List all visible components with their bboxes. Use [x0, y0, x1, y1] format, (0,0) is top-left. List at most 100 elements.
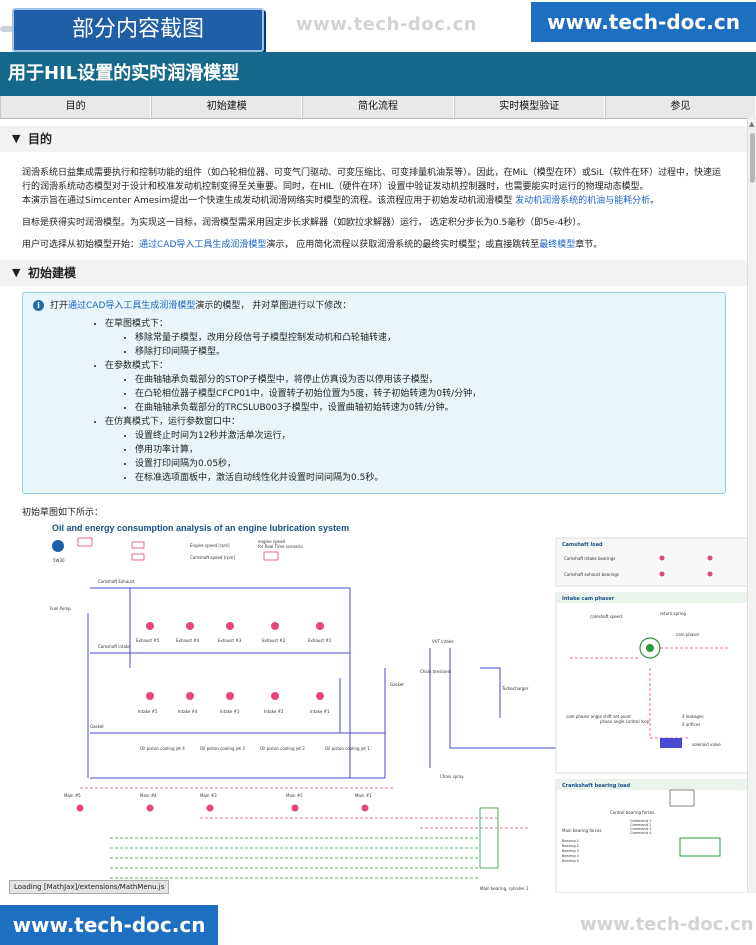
list-item: 在仿真模式下，运行参数窗口中： 设置终止时间为12秒并激活单次运行， 停用功率计…	[105, 415, 715, 485]
svg-text:Exhaust #2: Exhaust #2	[262, 638, 286, 643]
svg-text:for Real Time scenario: for Real Time scenario	[258, 544, 303, 549]
intake-row: Intake #5 Intake #4 Intake #3 Intake #2 …	[138, 692, 330, 714]
svg-text:4 orifices: 4 orifices	[682, 722, 700, 727]
purpose-paragraph-4: 用户可选择从初始模型开始：通过CAD导入工具生成润滑模型演示， 应用简化流程以获…	[22, 240, 603, 250]
site-badge-top[interactable]: www.tech-doc.cn	[531, 2, 756, 42]
svg-text:Turbocharger: Turbocharger	[501, 686, 529, 691]
svg-text:Bearing 1: Bearing 1	[562, 839, 579, 843]
list-item: 在标准选项面板中，激活自动线性化并设置时间间隔为0.5秒。	[135, 471, 715, 485]
svg-text:Main bearing, cylinder 1: Main bearing, cylinder 1	[480, 886, 529, 891]
camshaft-load-panel: Camshaft load Camshaft intake bearings C…	[555, 537, 748, 587]
svg-text:Camshaft speed [rpm]: Camshaft speed [rpm]	[190, 555, 235, 560]
svg-text:Gasket: Gasket	[90, 724, 104, 729]
svg-text:Chain tensioner: Chain tensioner	[420, 669, 452, 674]
svg-text:Command 2: Command 2	[630, 823, 651, 827]
svg-text:Bearing 4: Bearing 4	[562, 854, 580, 858]
sketch-caption: 初始草图如下所示：	[22, 508, 104, 518]
svg-text:Exhaust #5: Exhaust #5	[136, 638, 160, 643]
svg-text:Camshaft intake bearings: Camshaft intake bearings	[564, 556, 615, 561]
svg-text:Intake #4: Intake #4	[178, 709, 198, 714]
svg-text:Chain spray: Chain spray	[440, 774, 464, 779]
tab-simplification[interactable]: 简化流程	[302, 96, 454, 118]
svg-text:solenoid valve: solenoid valve	[692, 742, 721, 747]
diagram-title: Oil and energy consumption analysis of a…	[52, 523, 349, 533]
main-content: ▼ 目的 润滑系统日益集成需要执行和控制功能的组件（如凸轮相位器、可变气门驱动、…	[0, 118, 748, 893]
tab-rt-validation[interactable]: 实时模型验证	[453, 96, 605, 118]
svg-text:Intake #3: Intake #3	[220, 709, 240, 714]
modification-list: 在草图模式下： 移除常量子模型，改用分段信号子模型控制发动机和凸轮轴转速， 移除…	[33, 317, 715, 485]
svg-text:Main #2: Main #2	[286, 793, 303, 798]
svg-text:Main #3: Main #3	[200, 793, 217, 798]
list-item: 移除常量子模型，改用分段信号子模型控制发动机和凸轮轴转速，	[135, 331, 715, 345]
link-lubrication-analysis[interactable]: 发动机润滑系统的机油与能耗分析	[515, 196, 651, 206]
intake-cam-phaser-panel: Intake cam phaser camshaft speed return …	[555, 592, 748, 774]
list-item: 移除打印间隔子模型。	[135, 345, 715, 359]
svg-text:Command 4: Command 4	[630, 831, 652, 835]
svg-text:Main #4: Main #4	[140, 793, 157, 798]
svg-text:Intake #2: Intake #2	[264, 709, 284, 714]
collapse-triangle-icon[interactable]: ▼	[12, 266, 21, 279]
link-cad-import-demo-2[interactable]: 通过CAD导入工具生成润滑模型	[68, 301, 196, 311]
section-heading-purpose[interactable]: ▼ 目的	[0, 126, 748, 152]
link-final-model[interactable]: 最终模型	[539, 240, 576, 250]
tab-initial-modeling[interactable]: 初始建模	[151, 96, 303, 118]
svg-text:Intake #5: Intake #5	[138, 709, 158, 714]
svg-text:Command 3: Command 3	[630, 827, 651, 831]
svg-text:4 leakages: 4 leakages	[682, 714, 704, 719]
list-item: 设置终止时间为12秒并激活单次运行，	[135, 429, 715, 443]
tab-purpose[interactable]: 目的	[0, 96, 152, 118]
scroll-up-icon[interactable]: ▲	[749, 120, 755, 128]
piston-jets: Oil piston cooling jet 4 Oil piston cool…	[140, 746, 370, 751]
svg-text:cam phaser: cam phaser	[676, 632, 700, 637]
top-banner: 部分内容截图 www.tech-doc.cn www.tech-doc.cn	[0, 0, 756, 52]
section-heading-initial[interactable]: ▼ 初始建模	[0, 260, 748, 286]
svg-text:return spring: return spring	[660, 611, 686, 616]
svg-text:Bearing 2: Bearing 2	[562, 844, 579, 848]
svg-text:Oil piston cooling jet 1: Oil piston cooling jet 1	[325, 746, 370, 751]
site-badge-bottom[interactable]: www.tech-doc.cn	[0, 905, 218, 945]
link-cad-import-demo[interactable]: 通过CAD导入工具生成润滑模型	[139, 240, 267, 250]
main-bearings: Main #5 Main #4 Main #3 Main #2 Main #1	[64, 793, 499, 869]
svg-text:Command 1: Command 1	[630, 819, 651, 823]
svg-text:camshaft speed: camshaft speed	[590, 614, 622, 619]
svg-text:Camshaft load: Camshaft load	[562, 542, 603, 548]
list-item: 在曲轴轴承负载部分的TRCSLUB003子模型中，设置曲轴初始转速为0转/分钟。	[135, 401, 715, 415]
scrollbar-thumb[interactable]	[750, 133, 755, 183]
svg-text:cam phaser angle shift set poi: cam phaser angle shift set point	[566, 714, 631, 719]
lubrication-sketch-diagram[interactable]: Oil and energy consumption analysis of a…	[50, 518, 748, 893]
svg-text:Camshaft exhaust bearings: Camshaft exhaust bearings	[564, 572, 619, 577]
svg-text:engine speed: engine speed	[258, 539, 285, 544]
speed-signals: Engine speed [rpm] Camshaft speed [rpm] …	[131, 539, 303, 561]
purpose-paragraph-2: 本演示旨在通过Simcenter Amesim提出一个快速生成发动机润滑网络实时…	[22, 196, 660, 206]
mathjax-status: Loading [MathJax]/extensions/MathMenu.js	[9, 880, 170, 894]
list-item: 设置打印间隔为0.05秒，	[135, 457, 715, 471]
svg-text:Camshaft intake: Camshaft intake	[98, 644, 131, 649]
watermark-top: www.tech-doc.cn	[296, 14, 478, 35]
list-item: 在曲轴轴承负载部分的STOP子模型中，将停止仿真设为否以停用该子模型，	[135, 373, 715, 387]
purpose-paragraph-3: 目标是获得实时润滑模型。为实现这一目标，润滑模型需采用固定步长求解器（如欧拉求解…	[22, 218, 586, 228]
svg-text:Engine speed [rpm]: Engine speed [rpm]	[190, 543, 230, 548]
svg-text:Bearing 5: Bearing 5	[562, 859, 579, 863]
svg-text:Gasket: Gasket	[390, 682, 404, 687]
list-item: 在参数模式下： 在曲轴轴承负载部分的STOP子模型中，将停止仿真设为否以停用该子…	[105, 359, 715, 415]
nav-tabs: 目的 初始建模 简化流程 实时模型验证 参见	[0, 96, 756, 119]
svg-text:Exhaust #1: Exhaust #1	[308, 638, 332, 643]
excerpt-badge: 部分内容截图	[12, 8, 264, 52]
svg-text:VVT intake: VVT intake	[432, 639, 454, 644]
tab-see-also[interactable]: 参见	[604, 96, 756, 118]
svg-text:Oil piston cooling jet 4: Oil piston cooling jet 4	[140, 746, 185, 751]
watermark-bottom: www.tech-doc.cn	[580, 914, 754, 935]
collapse-triangle-icon[interactable]: ▼	[12, 132, 21, 145]
svg-text:Intake #1: Intake #1	[310, 709, 330, 714]
page-title: 用于HIL设置的实时润滑模型	[8, 63, 240, 84]
svg-text:Crankshaft bearing load: Crankshaft bearing load	[562, 783, 631, 789]
vertical-scrollbar[interactable]: ▲	[747, 118, 756, 893]
svg-text:Oil piston cooling jet 2: Oil piston cooling jet 2	[260, 746, 305, 751]
page-title-bar: 用于HIL设置的实时润滑模型	[0, 52, 756, 96]
svg-text:5W30: 5W30	[53, 558, 65, 563]
svg-text:Main #5: Main #5	[64, 793, 81, 798]
list-item: 停用功率计算，	[135, 443, 715, 457]
svg-text:Oil piston cooling jet 3: Oil piston cooling jet 3	[200, 746, 245, 751]
